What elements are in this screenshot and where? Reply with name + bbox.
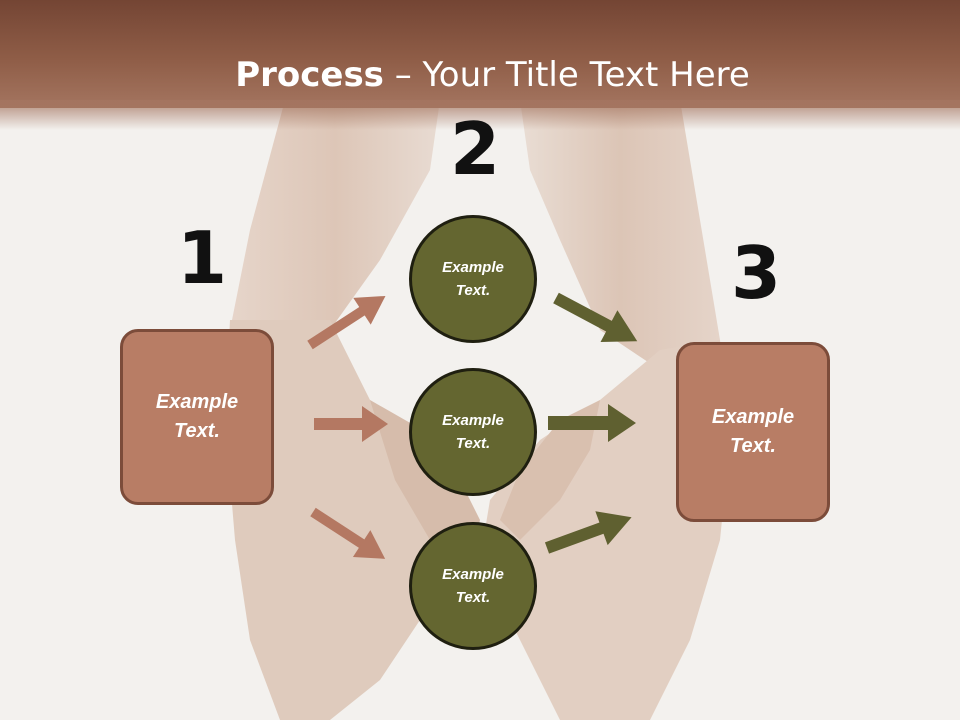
- circle-bottom-text: Example Text.: [442, 566, 504, 606]
- right-process-box[interactable]: Example Text.: [676, 342, 830, 522]
- circle-top-text: Example Text.: [442, 259, 504, 299]
- arrow-bottom-to-right: [544, 511, 632, 554]
- arrow-left-to-middle: [314, 406, 388, 442]
- title-bold: Process: [235, 55, 384, 95]
- slide-title: Process – Your Title Text Here: [0, 55, 960, 95]
- title-rest: – Your Title Text Here: [383, 55, 750, 95]
- circle-middle-text: Example Text.: [442, 412, 504, 452]
- right-arrows: [544, 292, 638, 554]
- left-box-text: Example Text.: [155, 391, 239, 442]
- title-bar-fade: [0, 100, 960, 130]
- step-number-1: 1: [177, 216, 228, 300]
- arrow-left-to-top: [307, 295, 386, 350]
- process-circle-bottom[interactable]: Example Text.: [409, 522, 537, 650]
- title-bar: [0, 0, 960, 108]
- left-arrows: [307, 295, 388, 559]
- left-process-box[interactable]: Example Text.: [120, 329, 274, 505]
- arrow-left-to-bottom: [310, 507, 386, 559]
- process-circle-middle[interactable]: Example Text.: [409, 368, 537, 496]
- step-number-2: 2: [450, 107, 501, 191]
- arrow-top-to-right: [553, 292, 638, 343]
- right-box-text: Example Text.: [711, 406, 795, 457]
- step-number-3: 3: [731, 231, 782, 315]
- process-circle-top[interactable]: Example Text.: [409, 215, 537, 343]
- arrow-middle-to-right: [548, 404, 636, 442]
